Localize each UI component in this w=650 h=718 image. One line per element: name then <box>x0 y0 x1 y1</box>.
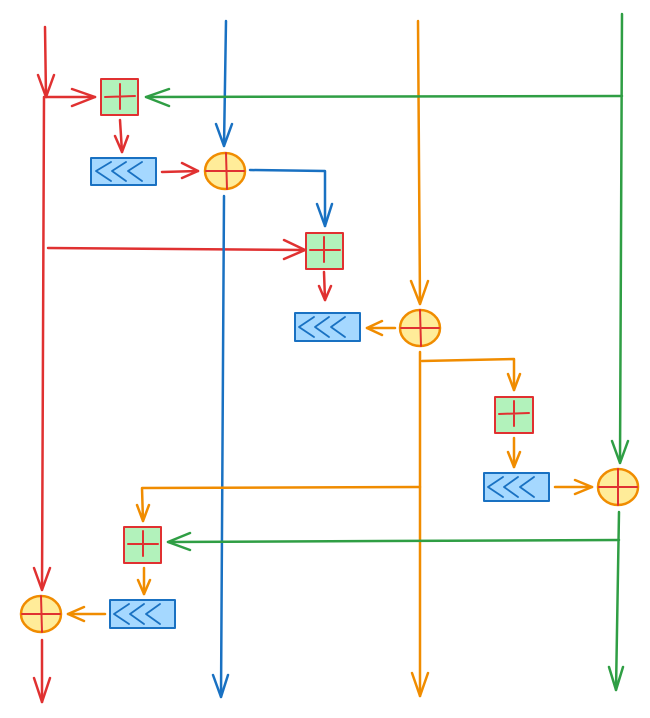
rotate-left-icon <box>113 603 161 625</box>
xor-icon <box>598 468 638 506</box>
add-node-2 <box>305 232 344 270</box>
add-node-1 <box>100 78 139 116</box>
lane-a-arrowhead-to-xor4 <box>32 566 52 592</box>
add4-to-rot4-arrowhead <box>136 578 152 596</box>
plus-icon <box>309 236 341 263</box>
lane-a-input-line <box>43 25 48 99</box>
rotate-node-3 <box>483 472 550 502</box>
lane-b-output-arrowhead <box>211 673 230 699</box>
lane-d-to-add4-arrowhead <box>166 531 192 552</box>
plus-icon <box>127 530 159 557</box>
xor-icon <box>205 152 245 190</box>
plus-icon <box>498 400 530 427</box>
lane-a <box>32 25 333 704</box>
xor-node-1 <box>203 151 247 191</box>
add-node-4 <box>123 526 162 564</box>
lane-c-to-add3-line <box>420 357 516 392</box>
lane-d-to-add4-line <box>166 538 621 544</box>
lane-d-to-add1-arrowhead <box>144 87 171 108</box>
lane-d-to-add1-line <box>144 94 624 99</box>
lane-b-input-line <box>222 19 228 148</box>
rotate-node-4 <box>109 599 176 629</box>
lane-d-input-arrowhead <box>610 439 630 465</box>
rot3-to-xor3-arrowhead <box>573 478 594 496</box>
rotate-node-1 <box>90 157 157 186</box>
lane-b-input-arrowhead <box>214 122 234 148</box>
add2-to-rot2-arrowhead <box>317 284 333 302</box>
lane-c-to-add3-arrowhead <box>506 372 522 392</box>
lane-b-main-line <box>219 194 226 699</box>
lane-a-to-add2-line <box>46 246 307 252</box>
xor2-to-rot2-arrowhead <box>365 319 384 337</box>
lane-d-output-arrowhead <box>607 665 625 692</box>
rotate-left-icon <box>95 161 143 182</box>
lane-c-to-add4-arrowhead <box>135 503 151 523</box>
add1-to-rot1-arrowhead <box>113 134 130 154</box>
rot4-to-xor4-arrowhead <box>66 605 86 623</box>
xor-icon <box>21 595 61 633</box>
lane-d <box>144 12 630 692</box>
xor1-to-add2-line <box>248 168 327 228</box>
plus-icon <box>104 83 136 110</box>
lane-c-input-arrowhead <box>409 279 430 306</box>
rot1-to-xor1-arrowhead <box>180 161 200 180</box>
lane-c-output-arrowhead <box>410 671 430 698</box>
lane-b <box>211 19 334 699</box>
rotate-left-icon <box>487 476 535 498</box>
xor-node-4 <box>19 594 63 634</box>
add3-to-rot3-arrowhead <box>506 450 522 469</box>
rotate-left-icon <box>298 316 346 338</box>
lane-a-output-arrowhead <box>32 676 52 704</box>
lane-c-input-line <box>416 19 422 306</box>
xor-node-3 <box>596 467 640 507</box>
lane-a-to-add1-arrowhead <box>70 87 97 108</box>
xor-icon <box>400 309 440 347</box>
xor1-to-add2-arrowhead <box>315 202 334 228</box>
add-node-3 <box>494 396 534 434</box>
lane-c <box>66 19 594 698</box>
add2-to-rot2-line <box>322 270 327 302</box>
rotate-node-2 <box>294 312 361 342</box>
lane-c-to-add4-line <box>140 485 422 523</box>
rot1-to-xor1-line <box>160 169 200 174</box>
lane-a-main-line <box>40 95 46 592</box>
xor-node-2 <box>398 308 442 348</box>
lane-d-main-line <box>614 510 621 692</box>
lane-d-input-line <box>618 12 624 465</box>
add1-to-rot1-line <box>118 118 124 154</box>
